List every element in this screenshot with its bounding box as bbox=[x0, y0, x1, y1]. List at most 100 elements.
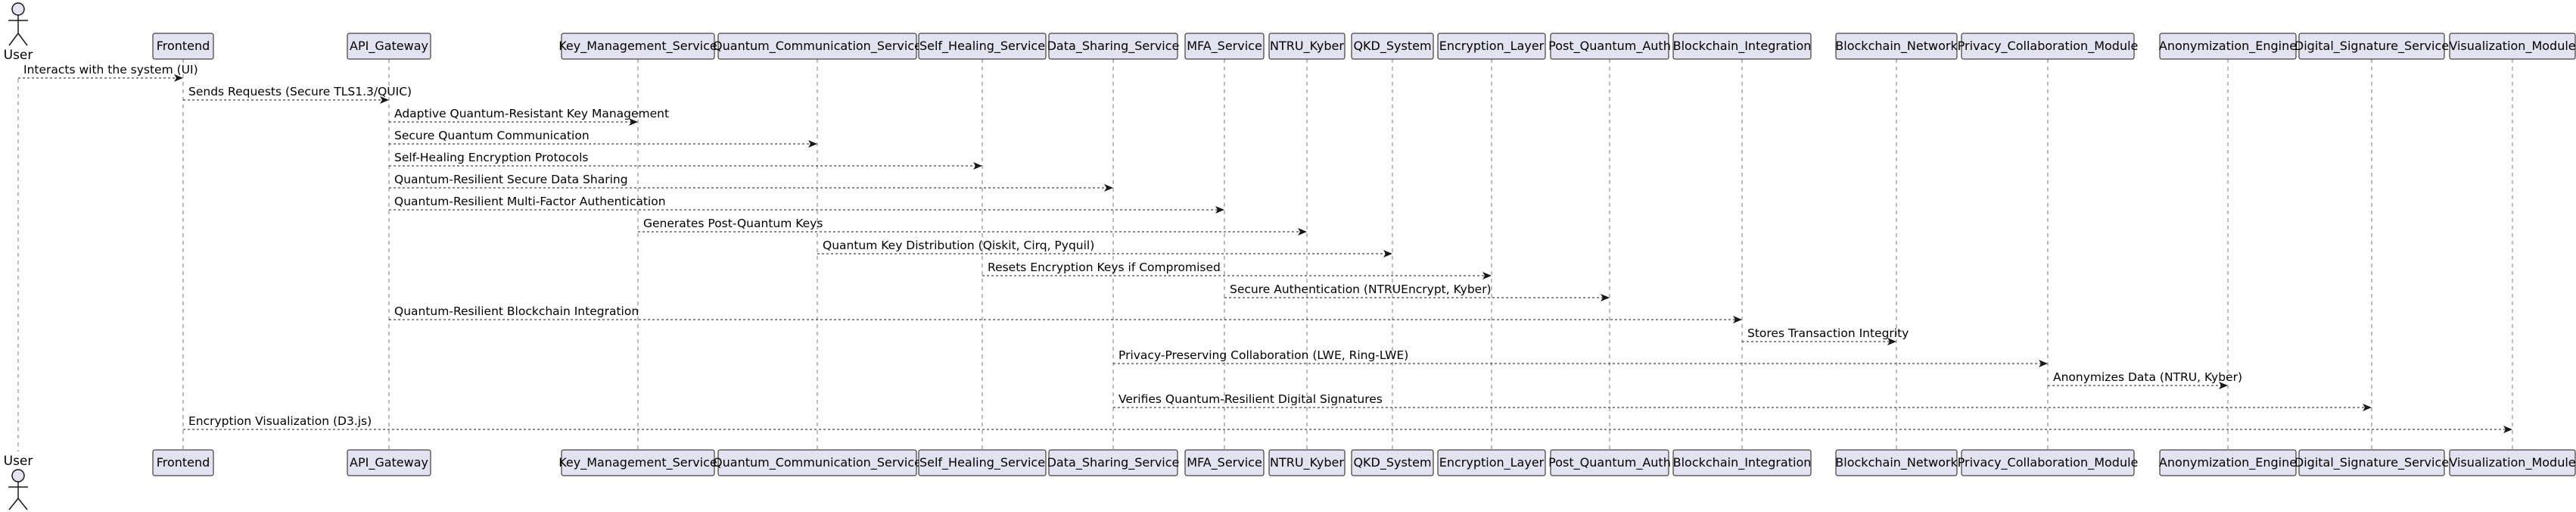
participant-pcm-top: Privacy_Collaboration_Module bbox=[1958, 33, 2138, 60]
participant-label: MFA_Service bbox=[1187, 39, 1262, 54]
participant-label: API_Gateway bbox=[350, 39, 428, 54]
participant-label: Visualization_Module bbox=[2449, 39, 2575, 54]
message-6: Quantum-Resilient Secure Data Sharing bbox=[389, 173, 1113, 192]
participant-bci-bottom: Blockchain_Integration bbox=[1672, 449, 1812, 476]
participant-qcs-top: Quantum_Communication_Service bbox=[713, 33, 922, 60]
participant-box bbox=[1835, 33, 1958, 60]
participant-label: QKD_System bbox=[1353, 455, 1431, 470]
message-1: Interacts with the system (UI) bbox=[18, 63, 198, 82]
message-label: Secure Authentication (NTRUEncrypt, Kybe… bbox=[1230, 283, 1492, 296]
actor-user-bottom: User bbox=[4, 454, 33, 510]
participant-qcs-bottom: Quantum_Communication_Service bbox=[713, 449, 922, 476]
participant-box bbox=[2159, 449, 2297, 476]
participant-box bbox=[2298, 33, 2445, 60]
message-label: Stores Transaction Integrity bbox=[1747, 326, 1909, 340]
participant-box bbox=[561, 33, 715, 60]
participant-box bbox=[918, 33, 1047, 60]
message-label: Anonymizes Data (NTRU, Kyber) bbox=[2053, 370, 2242, 384]
message-label: Secure Quantum Communication bbox=[394, 129, 590, 142]
participant-box bbox=[1268, 33, 1346, 60]
participant-bcn-bottom: Blockchain_Network bbox=[1835, 449, 1958, 476]
participant-label: Blockchain_Integration bbox=[1673, 39, 1812, 54]
participant-label: Self_Healing_Service bbox=[919, 455, 1045, 470]
participant-box bbox=[2298, 449, 2445, 476]
message-label: Adaptive Quantum-Resistant Key Managemen… bbox=[394, 107, 669, 120]
lifelines bbox=[17, 59, 2513, 451]
participant-shs-top: Self_Healing_Service bbox=[918, 33, 1047, 60]
participant-label: Digital_Signature_Service bbox=[2294, 39, 2449, 54]
participant-box bbox=[717, 33, 917, 60]
participant-box bbox=[1961, 33, 2135, 60]
participant-bci-top: Blockchain_Integration bbox=[1672, 33, 1812, 60]
participant-dsig-bottom: Digital_Signature_Service bbox=[2294, 449, 2449, 476]
participant-frontend-bottom: Frontend bbox=[152, 449, 214, 476]
participant-label: Quantum_Communication_Service bbox=[713, 39, 922, 54]
participant-label: Key_Management_Service bbox=[558, 455, 717, 470]
participant-box bbox=[152, 33, 214, 60]
message-label: Generates Post-Quantum Keys bbox=[643, 217, 823, 230]
participant-bcn-top: Blockchain_Network bbox=[1835, 33, 1958, 60]
participant-gateway-bottom: API_Gateway bbox=[347, 449, 431, 476]
participant-kms-bottom: Key_Management_Service bbox=[558, 449, 717, 476]
message-14: Privacy-Preserving Collaboration (LWE, R… bbox=[1113, 348, 2048, 367]
participant-label: Blockchain_Network bbox=[1835, 455, 1958, 470]
participant-label: Visualization_Module bbox=[2449, 455, 2575, 470]
participant-box bbox=[717, 449, 917, 476]
participant-label: NTRU_Kyber bbox=[1270, 455, 1344, 470]
message-label: Sends Requests (Secure TLS1.3/QUIC) bbox=[188, 85, 412, 98]
participant-enc-bottom: Encryption_Layer bbox=[1437, 449, 1546, 476]
message-7: Quantum-Resilient Multi-Factor Authentic… bbox=[389, 195, 1224, 214]
actor-leg-right bbox=[17, 33, 28, 46]
message-label: Quantum Key Distribution (Qiskit, Cirq, … bbox=[823, 239, 1094, 252]
participant-box bbox=[1048, 33, 1178, 60]
participant-box bbox=[152, 449, 214, 476]
message-13: Stores Transaction Integrity bbox=[1742, 326, 1909, 345]
message-label: Quantum-Resilient Blockchain Integration bbox=[394, 304, 639, 318]
participant-label: NTRU_Kyber bbox=[1270, 39, 1344, 54]
participant-label: API_Gateway bbox=[350, 455, 428, 470]
participant-vis-bottom: Visualization_Module bbox=[2449, 449, 2576, 476]
participant-label: Frontend bbox=[157, 455, 210, 470]
participants-bottom: User Frontend API_Gateway Key_Management_Se… bbox=[4, 449, 2576, 510]
participant-vis-top: Visualization_Module bbox=[2449, 33, 2576, 60]
participant-box bbox=[1351, 449, 1434, 476]
participant-label: Post_Quantum_Auth bbox=[1548, 39, 1671, 54]
participant-label: Quantum_Communication_Service bbox=[713, 455, 922, 470]
participant-mfa-bottom: MFA_Service bbox=[1184, 449, 1265, 476]
message-label: Quantum-Resilient Multi-Factor Authentic… bbox=[394, 195, 666, 208]
participant-label: Privacy_Collaboration_Module bbox=[1958, 455, 2139, 470]
message-5: Self-Healing Encryption Protocols bbox=[389, 151, 982, 170]
participant-pqa-bottom: Post_Quantum_Auth bbox=[1548, 449, 1671, 476]
participant-label: Self_Healing_Service bbox=[919, 39, 1045, 54]
message-label: Quantum-Resilient Secure Data Sharing bbox=[394, 173, 628, 186]
participant-label: Anonymization_Engine bbox=[2159, 455, 2297, 470]
message-16: Verifies Quantum-Resilient Digital Signa… bbox=[1113, 392, 2372, 411]
participant-box bbox=[1961, 449, 2135, 476]
participant-ntru-bottom: NTRU_Kyber bbox=[1268, 449, 1346, 476]
participant-box bbox=[918, 449, 1047, 476]
participant-box bbox=[1672, 449, 1812, 476]
participant-box bbox=[1550, 449, 1669, 476]
message-label: Interacts with the system (UI) bbox=[23, 63, 198, 76]
participant-box bbox=[1550, 33, 1669, 60]
participant-enc-top: Encryption_Layer bbox=[1437, 33, 1546, 60]
participant-label: MFA_Service bbox=[1187, 455, 1262, 470]
participant-kms-top: Key_Management_Service bbox=[558, 33, 717, 60]
message-8: Generates Post-Quantum Keys bbox=[638, 217, 1307, 236]
participant-frontend-top: Frontend bbox=[152, 33, 214, 60]
participant-box bbox=[347, 449, 431, 476]
actor-head bbox=[11, 2, 25, 16]
message-2: Sends Requests (Secure TLS1.3/QUIC) bbox=[183, 85, 412, 104]
participant-box bbox=[347, 33, 431, 60]
participant-box bbox=[1351, 33, 1434, 60]
participant-box bbox=[561, 449, 715, 476]
participant-label: Anonymization_Engine bbox=[2159, 39, 2297, 54]
participant-gateway-top: API_Gateway bbox=[347, 33, 431, 60]
participant-box bbox=[2449, 33, 2576, 60]
messages: Interacts with the system (UI) Sends Requ… bbox=[18, 63, 2512, 433]
participant-dss-bottom: Data_Sharing_Service bbox=[1047, 449, 1179, 476]
participant-label: Post_Quantum_Auth bbox=[1548, 455, 1671, 470]
message-17: Encryption Visualization (D3.js) bbox=[183, 414, 2512, 433]
